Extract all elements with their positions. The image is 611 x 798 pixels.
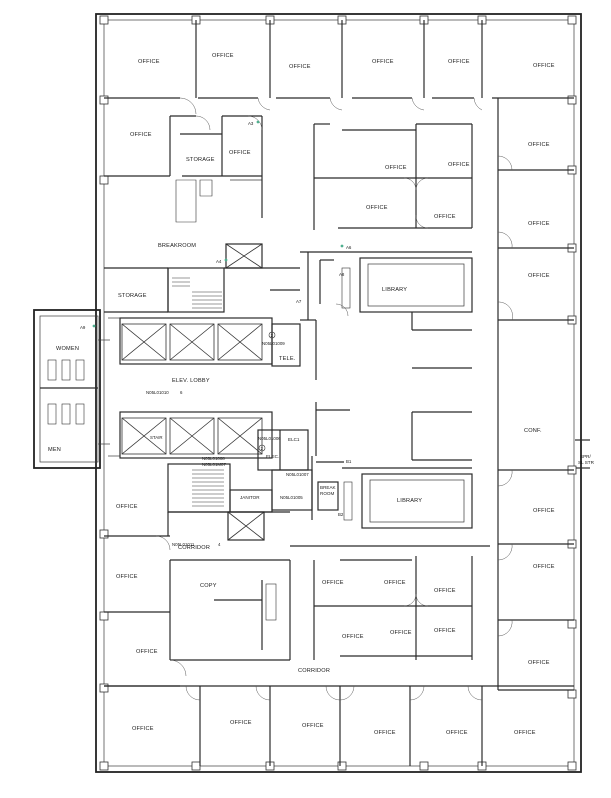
room-label-break-room-2: ROOM: [320, 491, 334, 496]
room-label-office: OFFICE: [116, 504, 138, 510]
room-label-library: LIBRARY: [397, 498, 422, 504]
room-label-office: OFFICE: [446, 730, 468, 736]
tag-b2: B2: [338, 512, 344, 517]
tag-tele-no: 2: [271, 333, 274, 338]
room-label-office: OFFICE: [385, 165, 407, 171]
room-label-storage: STORAGE: [186, 157, 215, 163]
tag-a4: A4: [216, 259, 222, 264]
room-label-elec: ELEC.: [266, 454, 279, 459]
tag-a9: A9: [80, 325, 86, 330]
room-label-office: OFFICE: [528, 660, 550, 666]
room-label-office: OFFICE: [448, 59, 470, 65]
tag-elec-no: 2: [261, 446, 264, 451]
room-label-office: OFFICE: [533, 63, 555, 69]
room-label-office: OFFICE: [230, 720, 252, 726]
room-label-office: OFFICE: [528, 142, 550, 148]
room-label-women: WOMEN: [56, 346, 79, 352]
tag-a8: A8: [339, 272, 345, 277]
room-label-breakroom: BREAKROOM: [158, 243, 196, 249]
tag-n05l01011: N05L01011: [172, 542, 195, 547]
room-label-office: OFFICE: [533, 564, 555, 570]
room-label-office: OFFICE: [384, 580, 406, 586]
tags: A3 A4 A6 A7 A8 A9 B1 B2 2 N05L01009 N05L…: [80, 120, 352, 547]
south-office-walls: [104, 685, 574, 766]
room-label-office: OFFICE: [533, 508, 555, 514]
tag-marker-a4: [224, 258, 228, 262]
center-north-walls: [313, 123, 473, 230]
tag-circle-elec: [258, 444, 266, 452]
room-label-office: OFFICE: [434, 588, 456, 594]
room-label-office: OFFICE: [374, 730, 396, 736]
tag-corr-no: 4: [218, 542, 221, 547]
room-label-conf: CONF.: [524, 428, 542, 434]
room-label-office: OFFICE: [342, 634, 364, 640]
tag-a6: A6: [346, 245, 352, 250]
room-label-office: OFFICE: [289, 64, 311, 70]
room-label-office: OFFICE: [372, 59, 394, 65]
room-label-office: OFFICE: [229, 150, 251, 156]
tag-circle-tele: [268, 331, 276, 339]
room-label-corridor: CORRIDOR: [178, 545, 210, 551]
room-label-corridor: CORRIDOR: [298, 668, 330, 674]
room-label-break-room-1: BREAK: [320, 485, 337, 490]
columns: [99, 15, 577, 771]
tag-n05l01005: N05L01005: [280, 495, 303, 500]
room-label-storage: STORAGE: [118, 293, 147, 299]
room-label-men: MEN: [48, 447, 61, 453]
north-office-walls: [104, 20, 574, 115]
west-upper-walls: [104, 115, 263, 313]
room-label-spr: SPR/: [580, 454, 591, 459]
tag-a7: A7: [296, 299, 302, 304]
room-label-office: OFFICE: [116, 574, 138, 580]
center-east-walls: [316, 312, 473, 529]
room-label-office: OFFICE: [528, 273, 550, 279]
tag-n05l01m07: N05L01M07: [202, 462, 226, 467]
tag-b1: B1: [346, 459, 352, 464]
room-label-office: OFFICE: [130, 132, 152, 138]
south-center-walls: [290, 545, 490, 660]
west-lower-walls: [104, 535, 291, 687]
room-label-office: OFFICE: [136, 649, 158, 655]
room-label-office: OFFICE: [434, 628, 456, 634]
room-label-office: OFFICE: [302, 723, 324, 729]
room-label-office: OFFICE: [528, 221, 550, 227]
room-label-office: OFFICE: [212, 53, 234, 59]
room-label-elev-lobby: ELEV. LOBBY: [172, 378, 210, 384]
tag-n05l01008: N05L01008: [202, 456, 225, 461]
restroom-walls: [40, 339, 110, 445]
tag-n05l01006: N05L01006: [258, 436, 281, 441]
tag-n05l01010: N05L01010: [146, 390, 169, 395]
tag-n05l01007: N05L01007: [286, 472, 309, 477]
room-label-office: OFFICE: [132, 726, 154, 732]
tag-n05l01009: N05L01009: [262, 341, 285, 346]
core-walls: [108, 243, 317, 541]
room-label-office: OFFICE: [448, 162, 470, 168]
room-label-office: OFFICE: [390, 630, 412, 636]
room-label-office: OFFICE: [138, 59, 160, 65]
room-label-office: OFFICE: [434, 214, 456, 220]
room-label-str: SL STR: [578, 460, 595, 465]
room-label-janitor: JANITOR: [240, 495, 260, 500]
room-label-office: OFFICE: [366, 205, 388, 211]
tag-stair-note: STAIR: [150, 435, 163, 440]
tag-marker-a3: [256, 120, 260, 124]
tag-lobby-no: 6: [180, 390, 183, 395]
room-label-office: OFFICE: [514, 730, 536, 736]
room-label-tele: TELE.: [279, 356, 296, 362]
room-label-office: OFFICE: [322, 580, 344, 586]
tag-marker-a9: [92, 324, 96, 328]
room-label-copy: COPY: [200, 583, 217, 589]
room-labels: OFFICE OFFICE OFFICE OFFICE OFFICE OFFIC…: [48, 53, 595, 736]
tag-marker-a6: [340, 244, 344, 248]
east-office-walls: [497, 98, 574, 691]
library-north-walls: [300, 251, 473, 320]
room-label-library: LIBRARY: [382, 287, 407, 293]
room-label-elc1: ELC1: [288, 437, 300, 442]
exterior-walls: [33, 13, 590, 773]
tag-a3: A3: [248, 121, 254, 126]
